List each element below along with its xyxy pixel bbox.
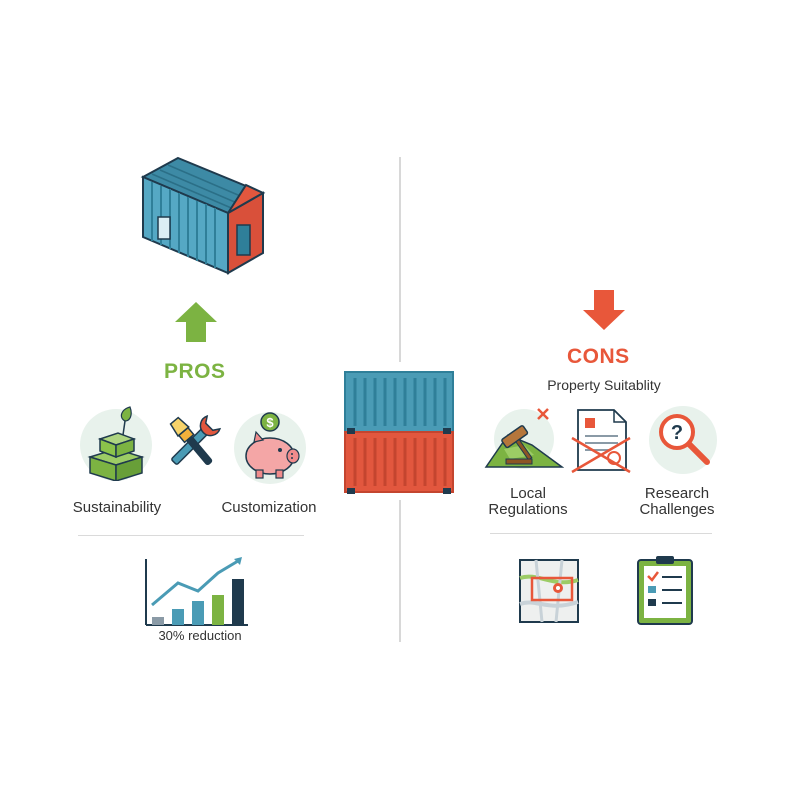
sustainability-label: Sustainability — [72, 499, 162, 516]
cons-title: CONS — [567, 345, 630, 368]
cons-subtitle: Property Suitablity — [547, 377, 661, 393]
piggy-bank-icon: $ — [232, 408, 308, 484]
center-divider-bottom — [399, 500, 401, 642]
local-regulations-line2: Regulations — [488, 501, 568, 518]
svg-text:?: ? — [671, 422, 683, 444]
research-challenges-label: Research Challenges — [626, 486, 728, 518]
chart-caption: 30% reduction — [158, 628, 242, 643]
pros-divider — [78, 535, 304, 536]
bar-chart-icon — [138, 555, 250, 627]
tools-icon — [160, 410, 226, 476]
cons-divider — [490, 533, 712, 534]
box-plant-icon — [78, 405, 154, 481]
svg-text:$: $ — [266, 415, 274, 430]
checklist-icon — [636, 554, 696, 628]
center-divider-top — [399, 157, 401, 362]
research-challenges-line2: Challenges — [639, 501, 715, 518]
map-icon — [518, 558, 580, 626]
magnifier-question-icon: ? — [645, 404, 721, 476]
gavel-land-icon — [484, 405, 564, 471]
pros-title: PROS — [164, 360, 226, 383]
document-crossed-icon — [570, 408, 634, 474]
local-regulations-label: Local Regulations — [478, 486, 578, 518]
arrow-down-icon — [582, 288, 626, 332]
customization-label: Customization — [221, 499, 317, 516]
local-regulations-line1: Local — [510, 485, 546, 502]
stacked-containers-icon — [343, 370, 455, 496]
container-house-icon — [138, 155, 268, 275]
research-challenges-line1: Research — [644, 485, 710, 502]
arrow-up-icon — [174, 300, 218, 344]
